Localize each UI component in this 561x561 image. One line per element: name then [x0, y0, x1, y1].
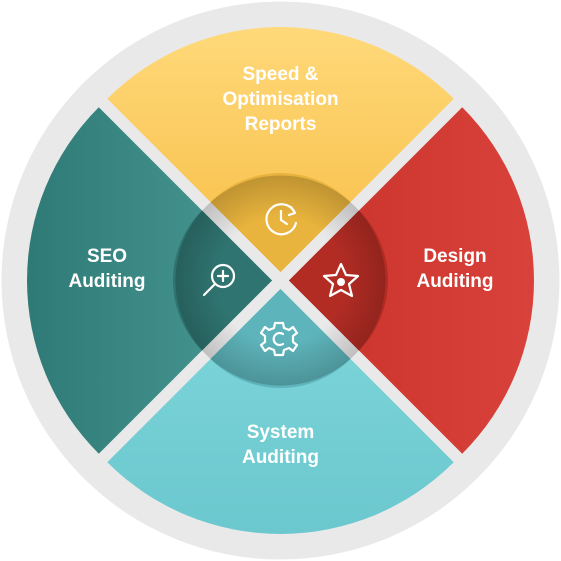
- segment-bottom-label-line: Auditing: [242, 447, 319, 468]
- segment-left: [27, 107, 273, 454]
- inner-hub-shade: [175, 175, 386, 386]
- segment-top-label-line: Speed &: [242, 64, 318, 85]
- segment-left-label-line: SEO: [87, 246, 127, 267]
- gear-icon: [259, 321, 299, 357]
- segment-right-label-line: Design: [423, 246, 486, 267]
- segment-bottom-label-line: System: [247, 422, 315, 443]
- segment-left-label: SEO Auditing: [68, 246, 145, 292]
- magnifier-plus-icon: [202, 263, 236, 297]
- segment-right-label-line: Auditing: [416, 271, 493, 292]
- segment-bottom: [107, 288, 454, 534]
- clock-refresh-icon: [265, 203, 298, 236]
- segment-top-label-line: Optimisation: [222, 89, 338, 110]
- star-icon: [322, 262, 360, 298]
- segment-left-label-line: Auditing: [68, 271, 145, 292]
- segment-top: [107, 27, 454, 273]
- segment-top-label-line: Reports: [245, 114, 317, 135]
- segment-right: [288, 107, 534, 454]
